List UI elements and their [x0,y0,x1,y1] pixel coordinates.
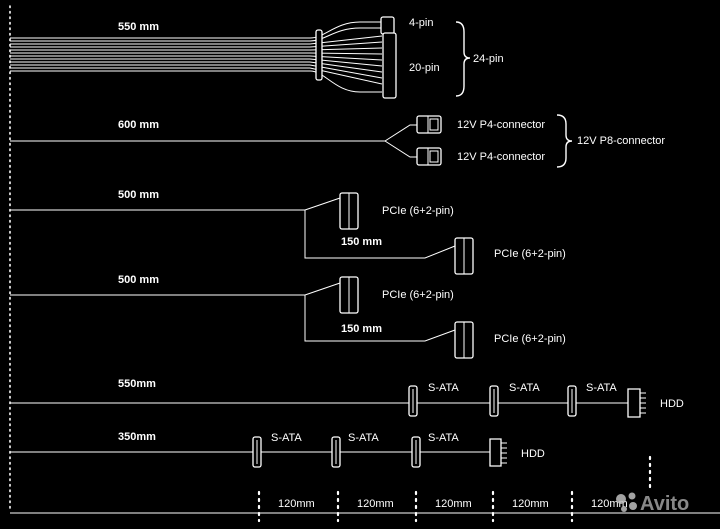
cpu-p8-brace [556,114,573,168]
atx-20pin-label: 20-pin [409,62,440,74]
pcie1-cable-length: 500 mm [118,189,159,201]
sata1-connector-2-label: S-ATA [509,382,540,394]
pcie1-connector-2-label: PCIe (6+2-pin) [494,248,566,260]
sata2-connector-1-label: S-ATA [271,432,302,444]
pcie2-branch-length: 150 mm [341,323,382,335]
atx-4pin-label: 4-pin [409,17,433,29]
pcie1-connector-1-label: PCIe (6+2-pin) [382,205,454,217]
sata2-cable-length: 350mm [118,431,156,443]
pcie-cable-2: 500 mm PCIe (6+2-pin) 150 mm PCIe (6+2-p… [10,274,566,359]
cpu-p4-label-lower: 12V P4-connector [457,151,545,163]
avito-watermark: Avito [616,492,689,515]
sata1-hdd-connector [627,388,641,418]
avito-logo-icon [616,492,637,512]
pcie2-cable-length: 500 mm [118,274,159,286]
sata1-hdd-label: HDD [660,398,684,410]
pcie-cable-1: 500 mm PCIe (6+2-pin) 150 mm PCIe (6+2-p… [10,189,566,275]
sata1-cable-length: 550mm [118,378,156,390]
sata2-hdd-label: HDD [521,448,545,460]
pcie1-branch-length: 150 mm [341,236,382,248]
spacing-label-1: 120mm [278,498,315,510]
sata2-connector-2-label: S-ATA [348,432,379,444]
spacing-label-2: 120mm [357,498,394,510]
atx-4pin-connector [380,16,395,35]
sata-cable-2: 350mm S-ATA S-ATA S-ATA HDD [10,431,545,468]
cpu-p4-label-upper: 12V P4-connector [457,119,545,131]
cpu-p8-label: 12V P8-connector [577,135,665,147]
sata1-connector-1-label: S-ATA [428,382,459,394]
atx-24pin-cable: 550 mm 4-pin 20-pin 24-pin [10,16,504,99]
cpu-p4-connector-upper [416,115,442,134]
atx-24pin-label: 24-pin [473,53,504,65]
atx-wire-bundle [10,21,383,93]
spacing-label-4: 120mm [512,498,549,510]
atx-24pin-brace [455,21,471,97]
pcie2-connector-1-label: PCIe (6+2-pin) [382,289,454,301]
cpu-12v-cable: 600 mm 12V P4-connector 12V P4-connector… [10,114,665,168]
pcie2-connector-2-label: PCIe (6+2-pin) [494,333,566,345]
atx-20pin-connector [382,32,397,99]
cpu-p4-connector-lower [416,147,442,166]
sata-cable-1: 550mm S-ATA S-ATA S-ATA HDD [10,378,684,418]
cpu-cable-length: 600 mm [118,119,159,131]
spacing-label-3: 120mm [435,498,472,510]
connector-spacing-scale: 120mm 120mm 120mm 120mm 120mm [10,455,720,523]
atx-cable-length: 550 mm [118,21,159,33]
sata2-connector-3-label: S-ATA [428,432,459,444]
atx-cable-sleeve-clip [315,29,323,81]
sata2-hdd-connector [489,438,502,467]
avito-wordmark: Avito [640,493,689,515]
sata1-connector-3-label: S-ATA [586,382,617,394]
